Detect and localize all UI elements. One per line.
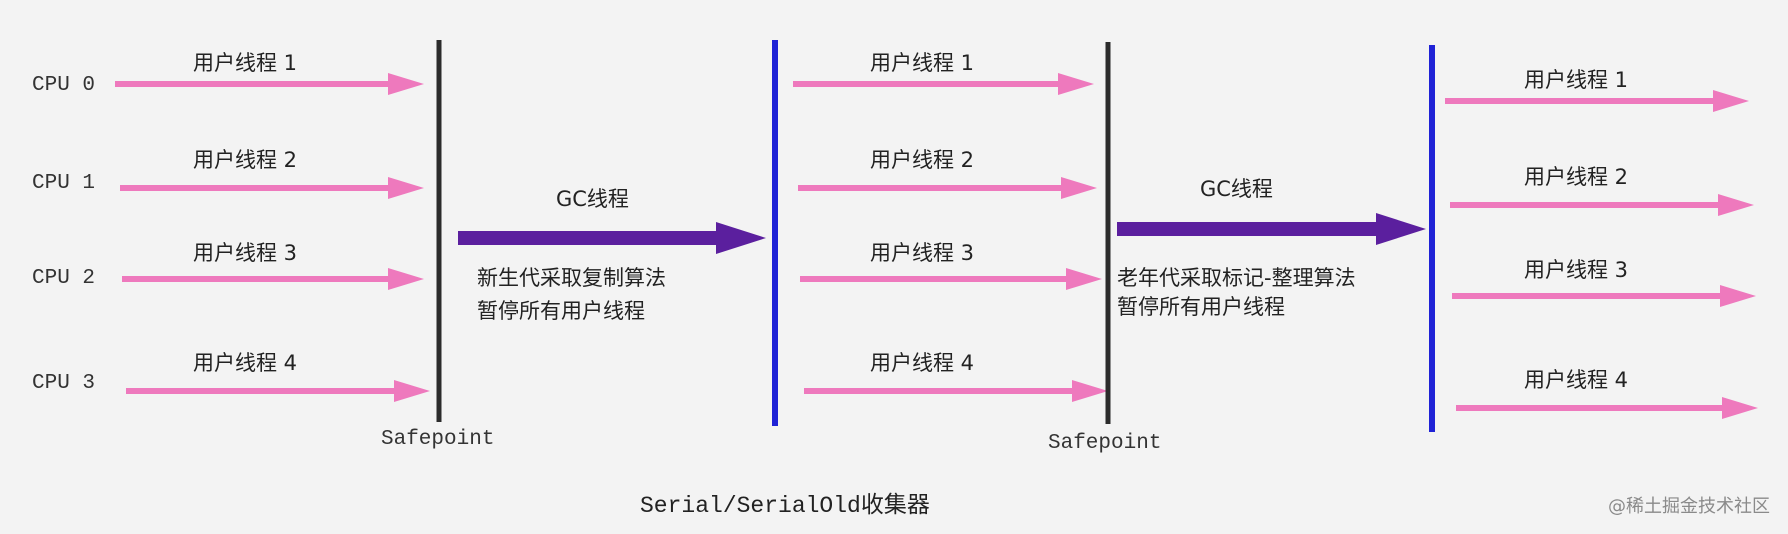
phase-2-thread-label-4: 用户线程 4 — [870, 351, 974, 375]
cpu-label-2: CPU 2 — [32, 267, 95, 290]
phase-3-threads: 用户线程 1 用户线程 2 用户线程 3 用户线程 4 — [1445, 68, 1758, 419]
phase-2-thread-arrowhead-1 — [1058, 73, 1094, 95]
phase-1-thread-label-1: 用户线程 1 — [193, 51, 297, 75]
diagram-caption: Serial/SerialOld收集器 — [640, 492, 930, 519]
gc-2-arrowhead — [1376, 213, 1426, 245]
gc-1-title: GC线程 — [556, 187, 629, 211]
gc-phase-2: GC线程 老年代采取标记-整理算法 暂停所有用户线程 — [1117, 177, 1426, 319]
gc-1-note-line2: 暂停所有用户线程 — [477, 299, 645, 323]
phase-1-thread-arrowhead-4 — [394, 380, 430, 402]
phase-2-thread-arrowhead-4 — [1072, 380, 1108, 402]
phase-2-thread-arrowhead-3 — [1066, 268, 1102, 290]
phase-1-thread-label-4: 用户线程 4 — [193, 351, 297, 375]
phase-1-thread-label-2: 用户线程 2 — [193, 148, 297, 172]
phase-3-thread-arrowhead-2 — [1718, 194, 1754, 216]
cpu-label-3: CPU 3 — [32, 372, 95, 395]
gc-2-note-line1: 老年代采取标记-整理算法 — [1117, 266, 1356, 290]
phase-1-thread-label-3: 用户线程 3 — [193, 241, 297, 265]
phase-2-thread-label-3: 用户线程 3 — [870, 241, 974, 265]
gc-2-title: GC线程 — [1200, 177, 1273, 201]
gc-2-note-line2: 暂停所有用户线程 — [1117, 295, 1285, 319]
phase-2-thread-arrowhead-2 — [1061, 177, 1097, 199]
phase-1-thread-arrowhead-2 — [388, 177, 424, 199]
watermark: @稀土掘金技术社区 — [1608, 496, 1770, 517]
phase-3-thread-arrowhead-3 — [1720, 285, 1756, 307]
cpu-label-1: CPU 1 — [32, 172, 95, 195]
gc-1-arrowhead — [716, 222, 766, 254]
phase-2-thread-label-1: 用户线程 1 — [870, 51, 974, 75]
gc-1-note-line1: 新生代采取复制算法 — [477, 266, 666, 290]
phase-3-thread-label-2: 用户线程 2 — [1524, 165, 1628, 189]
phase-1-thread-arrowhead-3 — [388, 268, 424, 290]
cpu-label-0: CPU 0 — [32, 74, 95, 97]
gc-phase-1: GC线程 新生代采取复制算法 暂停所有用户线程 — [458, 187, 766, 323]
phase-2-threads: 用户线程 1 用户线程 2 用户线程 3 用户线程 4 — [793, 51, 1108, 402]
phase-1-thread-arrowhead-1 — [388, 73, 424, 95]
phase-3-thread-arrowhead-4 — [1722, 397, 1758, 419]
safepoint-label-2: Safepoint — [1048, 432, 1161, 455]
phase-1-threads: 用户线程 1 用户线程 2 用户线程 3 用户线程 4 — [115, 51, 430, 402]
phase-2-thread-label-2: 用户线程 2 — [870, 148, 974, 172]
phase-3-thread-label-4: 用户线程 4 — [1524, 368, 1628, 392]
phase-3-thread-label-1: 用户线程 1 — [1524, 68, 1628, 92]
phase-3-thread-label-3: 用户线程 3 — [1524, 258, 1628, 282]
phase-3-thread-arrowhead-1 — [1713, 90, 1749, 112]
safepoint-label-1: Safepoint — [381, 428, 494, 451]
